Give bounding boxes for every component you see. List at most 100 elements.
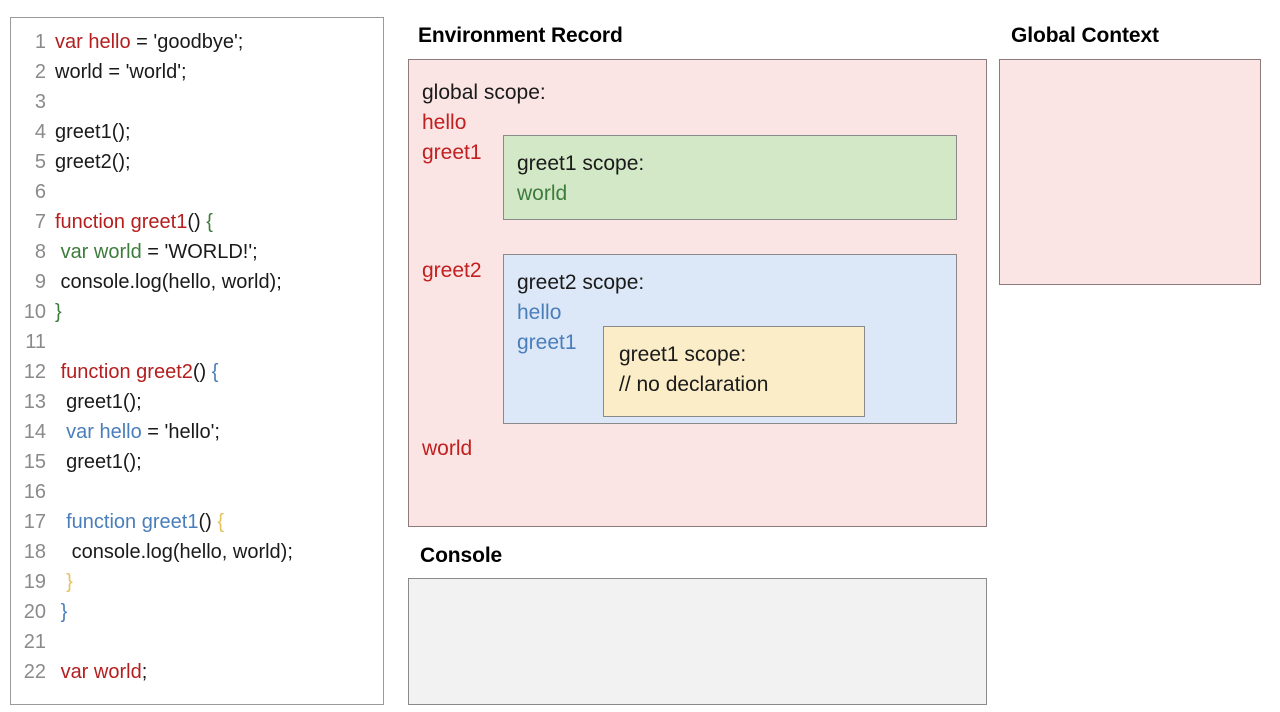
code-token: var world [60,241,142,263]
line-number: 21 [23,631,46,653]
line-number: 4 [34,121,46,143]
line-number: 1 [34,31,46,53]
code-token: greet1(); [55,451,142,473]
greet2-scope-title: greet2 scope: [517,271,645,294]
code-line[interactable]: 5 greet2(); [11,147,383,177]
code-line-text: function greet2() { [55,357,219,387]
code-token: { [211,361,219,383]
console-output-box [408,578,987,705]
code-line-text: greet1(); [55,387,142,417]
global-context-heading: Global Context [1011,24,1159,47]
code-token: { [217,511,225,533]
greet2-scope-box: greet2 scope: hello greet1 greet1 scope:… [503,254,957,424]
code-line-text: greet2(); [55,147,131,177]
code-line[interactable]: 15 greet1(); [11,447,383,477]
code-line[interactable]: 1 var hello = 'goodbye'; [11,27,383,57]
code-line[interactable]: 20 } [11,597,383,627]
global-scope-var-world: world [422,437,473,460]
code-token: function greet2 [60,361,193,383]
code-line[interactable]: 10} [11,297,383,327]
code-line[interactable]: 14 var hello = 'hello'; [11,417,383,447]
greet2-scope-var-hello: hello [517,301,562,324]
code-line[interactable]: 4 greet1(); [11,117,383,147]
code-token: console.log(hello, world); [55,271,282,293]
code-line[interactable]: 3 [11,87,383,117]
greet1-nested-scope-comment: // no declaration [619,373,769,396]
global-scope-box: global scope: hello greet1 greet2 world … [408,59,987,527]
global-scope-var-hello: hello [422,111,467,134]
line-number: 12 [23,361,46,383]
code-line-text: var hello = 'goodbye'; [55,27,243,57]
global-scope-var-greet2: greet2 [422,259,482,282]
environment-record-heading: Environment Record [418,24,623,47]
code-editor-panel[interactable]: 1 var hello = 'goodbye'; 2 world = 'world';… [10,17,384,705]
line-number: 22 [23,661,46,683]
line-number: 16 [23,481,46,503]
line-number: 8 [34,241,46,263]
code-line-text: greet1(); [55,117,131,147]
code-line[interactable]: 11 [11,327,383,357]
code-line-text: var hello = 'hello'; [55,417,220,447]
code-token: var hello [66,421,142,443]
code-line-text: console.log(hello, world); [55,537,293,567]
code-token: = 'goodbye'; [130,31,244,53]
code-line[interactable]: 12 function greet2() { [11,357,383,387]
code-line[interactable]: 19 } [11,567,383,597]
line-number: 18 [23,541,46,563]
code-token: world = 'world'; [55,61,187,83]
code-token: () [187,211,207,233]
code-line-text: function greet1() { [55,207,213,237]
code-line-text: var world = 'WORLD!'; [55,237,258,267]
code-line-text: } [55,297,62,327]
code-token: } [60,601,68,623]
code-token: greet1(); [55,391,142,413]
code-token: } [55,301,62,323]
global-scope-var-greet1: greet1 [422,141,482,164]
code-line[interactable]: 8 var world = 'WORLD!'; [11,237,383,267]
global-context-box [999,59,1261,285]
greet1-scope-box: greet1 scope: world [503,135,957,220]
line-number: 6 [34,181,46,203]
code-token: console.log(hello, world); [55,541,293,563]
line-number: 11 [25,331,46,353]
code-line-text: greet1(); [55,447,142,477]
code-token: var world [60,661,142,683]
line-number: 3 [34,91,46,113]
console-heading: Console [420,544,503,567]
code-token: greet1(); [55,121,131,143]
greet1-nested-scope-title: greet1 scope: [619,343,747,366]
code-token: () [198,511,218,533]
code-line[interactable]: 16 [11,477,383,507]
line-number: 2 [34,61,46,83]
code-line[interactable]: 18 console.log(hello, world); [11,537,383,567]
greet2-scope-var-greet1: greet1 [517,331,577,354]
code-token: greet2(); [55,151,131,173]
line-number: 5 [34,151,46,173]
line-number: 9 [34,271,46,293]
code-line-text: } [55,567,73,597]
code-line-text: console.log(hello, world); [55,267,282,297]
greet1-scope-var-world: world [517,182,568,205]
code-line[interactable]: 9 console.log(hello, world); [11,267,383,297]
code-line[interactable]: 13 greet1(); [11,387,383,417]
code-line-text: world = 'world'; [55,57,187,87]
code-token [55,421,66,443]
code-line-text: function greet1() { [55,507,224,537]
greet1-nested-scope-box: greet1 scope: // no declaration [603,326,865,417]
code-token: = 'hello'; [141,421,220,443]
code-line[interactable]: 21 [11,627,383,657]
code-token: function greet1 [55,211,188,233]
code-line-text: } [55,597,68,627]
code-token: var hello [55,31,131,53]
line-number: 10 [23,301,46,323]
code-token: function greet1 [66,511,199,533]
code-line[interactable]: 22 var world; [11,657,383,687]
line-number: 14 [23,421,46,443]
code-line[interactable]: 6 [11,177,383,207]
line-number: 17 [23,511,46,533]
code-token: () [192,361,212,383]
code-token [55,571,66,593]
code-line[interactable]: 2 world = 'world'; [11,57,383,87]
code-line[interactable]: 17 function greet1() { [11,507,383,537]
